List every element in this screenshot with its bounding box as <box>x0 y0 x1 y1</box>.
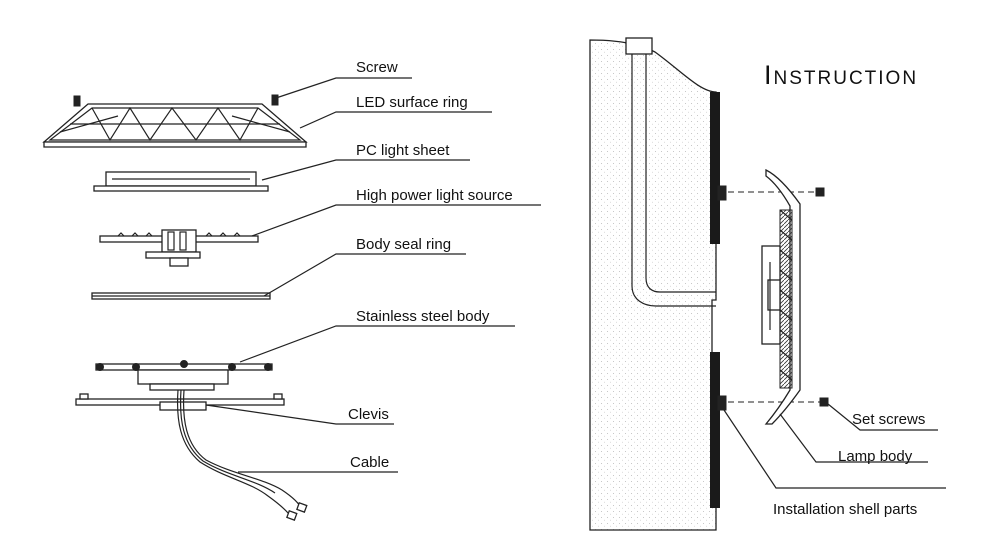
exploded-view: Screw LED surface ring PC light sheet Hi… <box>42 59 541 521</box>
exploded-leader-lines <box>205 77 541 473</box>
body-seal-ring-part <box>91 292 271 300</box>
label-body-seal-ring: Body seal ring <box>356 236 451 253</box>
install-leader-lines <box>723 403 946 489</box>
label-lamp-body: Lamp body <box>838 448 913 465</box>
label-high-power-light-source: High power light source <box>356 187 513 204</box>
light-source-part <box>99 229 259 267</box>
label-screw: Screw <box>356 59 398 76</box>
installation-shell <box>710 92 727 508</box>
label-cable: Cable <box>350 454 389 471</box>
stainless-steel-body-part <box>95 360 273 391</box>
label-stainless-steel-body: Stainless steel body <box>356 308 490 325</box>
screw-part <box>73 94 279 107</box>
wall-section <box>589 39 717 531</box>
cable-part <box>176 389 308 521</box>
led-surface-ring-part <box>42 103 308 148</box>
label-clevis: Clevis <box>348 406 389 423</box>
page-title: Instruction <box>764 60 918 90</box>
label-pc-light-sheet: PC light sheet <box>356 142 450 159</box>
pipe <box>625 37 716 307</box>
label-led-surface-ring: LED surface ring <box>356 94 468 111</box>
label-installation-shell-parts: Installation shell parts <box>773 501 917 518</box>
label-set-screws: Set screws <box>852 411 925 428</box>
screw-axis-lines <box>728 187 829 407</box>
lamp-body <box>761 168 801 425</box>
installation-view: Instruction Set screws Lamp body Install… <box>589 37 946 531</box>
pc-light-sheet-part <box>93 171 269 192</box>
